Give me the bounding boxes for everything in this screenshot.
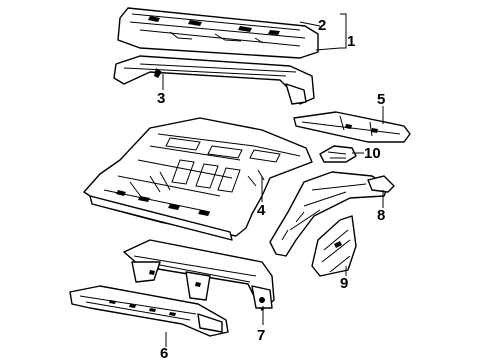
leader-lines	[162, 13, 384, 347]
part-frame-crossmember	[123, 239, 275, 311]
part-small-bracket	[319, 145, 357, 163]
part-rear-floor-pan	[83, 117, 313, 241]
callout-8: 8	[377, 207, 385, 224]
callout-1: 1	[347, 33, 355, 50]
callout-3: 3	[157, 90, 165, 107]
callout-labels: 1 2 3 4 5 6 7 8 9 10	[157, 17, 385, 360]
callout-5: 5	[377, 91, 385, 108]
callout-9: 9	[340, 275, 348, 292]
callout-2: 2	[318, 17, 326, 34]
part-side-rail	[269, 171, 395, 257]
callout-4: 4	[257, 202, 266, 219]
part-upper-rear-panel	[117, 7, 319, 59]
part-rear-bumper-bar	[69, 285, 229, 337]
part-rear-crossmember	[113, 55, 315, 105]
callout-7: 7	[257, 327, 265, 344]
callout-10: 10	[364, 145, 381, 162]
part-floor-support	[293, 111, 411, 143]
callout-6: 6	[160, 345, 168, 360]
part-rail-extension	[311, 215, 357, 277]
